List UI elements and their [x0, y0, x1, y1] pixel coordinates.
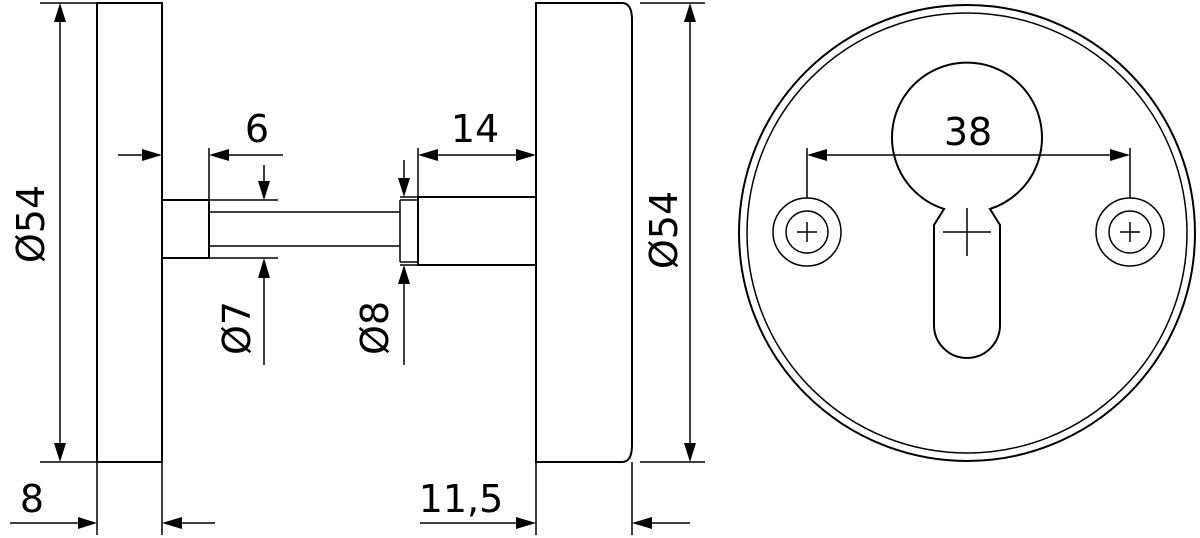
dim8-arrow-top: [398, 178, 410, 197]
left-screw-hole: [772, 197, 842, 267]
dim6-arrow-right: [209, 149, 229, 161]
dim14-arrow-left: [418, 149, 438, 161]
left-thickness-arrow-right: [162, 517, 182, 529]
right-rosette-diameter-label: Ø54: [642, 191, 686, 269]
left-bolt-diameter-dimension: Ø7: [209, 165, 278, 365]
left-rosette-thickness-label: 8: [20, 477, 44, 521]
left-diameter-arrow-top: [54, 3, 66, 22]
left-spacer-length-label: 6: [245, 107, 269, 151]
dim8-arrow-bottom: [398, 265, 410, 284]
left-rosette-plate: [96, 2, 163, 463]
left-rosette-diameter-label: Ø54: [9, 185, 53, 263]
right-diameter-arrow-top: [684, 3, 696, 22]
right-rosette-plate: [535, 2, 633, 463]
right-screw-head: [1108, 210, 1152, 254]
left-spacer-length-dimension: 6: [118, 107, 283, 200]
dim7-arrow-bottom: [258, 258, 270, 278]
dim6-arrow-left: [142, 149, 162, 161]
right-thickness-arrow-left: [516, 517, 536, 529]
rosette-outer-circle: [738, 4, 1196, 462]
profile-cylinder-keyhole: [891, 61, 1043, 359]
left-thickness-arrow-left: [78, 517, 97, 529]
left-diameter-arrow-bottom: [54, 443, 66, 462]
right-bolt-diameter-label: Ø8: [353, 301, 397, 355]
right-spacer-length-dimension: 14: [417, 107, 536, 197]
screw-spacing-label: 38: [944, 110, 992, 154]
left-bolt-diameter-label: Ø7: [215, 301, 259, 355]
dim38-arrow-left: [807, 149, 827, 161]
right-screw-hole: [1095, 197, 1165, 267]
rosette-front-view: 38: [738, 4, 1196, 462]
connecting-bolt: [161, 196, 537, 266]
dim7-arrow-top: [258, 181, 270, 200]
right-spacer: [417, 196, 537, 266]
right-rosette-thickness-label: 11,5: [419, 477, 504, 521]
left-screw-head: [785, 210, 829, 254]
right-spacer-length-label: 14: [451, 107, 499, 151]
right-thickness-arrow-right: [632, 517, 652, 529]
right-bolt-diameter-dimension: Ø8: [353, 160, 418, 365]
right-rosette-side-view: Ø54 11,5: [419, 2, 705, 535]
dim14-arrow-right: [516, 149, 536, 161]
rosette-inner-circle: [746, 12, 1188, 454]
dim38-arrow-right: [1110, 149, 1130, 161]
left-spacer: [161, 199, 210, 259]
right-diameter-arrow-bottom: [684, 443, 696, 462]
left-rosette-side-view: Ø54 8: [9, 2, 215, 535]
